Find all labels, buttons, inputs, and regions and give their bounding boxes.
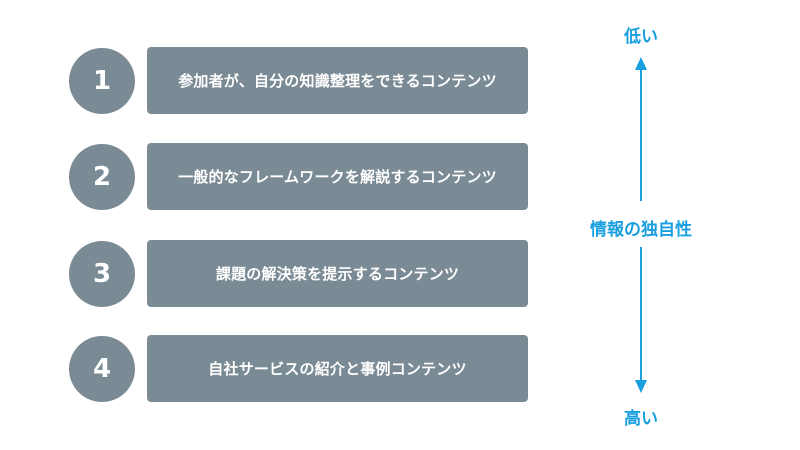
step-4-number-circle: 4 [69, 336, 135, 402]
arrow-down-icon [635, 380, 647, 393]
step-1-box: 参加者が、自分の知識整理をできるコンテンツ [147, 47, 528, 114]
axis-top-label: 低い [624, 27, 658, 47]
arrow-up-icon [635, 57, 647, 70]
step-2-number-circle: 2 [69, 144, 135, 210]
step-2-box: 一般的なフレームワークを解説するコンテンツ [147, 143, 528, 210]
step-3-box: 課題の解決策を提示するコンテンツ [147, 240, 528, 307]
axis-bottom-label: 高い [624, 409, 658, 429]
axis-middle-label: 情報の独自性 [590, 220, 692, 240]
step-1-number-circle: 1 [69, 48, 135, 114]
step-3-number-circle: 3 [69, 241, 135, 307]
step-4-box: 自社サービスの紹介と事例コンテンツ [147, 335, 528, 402]
